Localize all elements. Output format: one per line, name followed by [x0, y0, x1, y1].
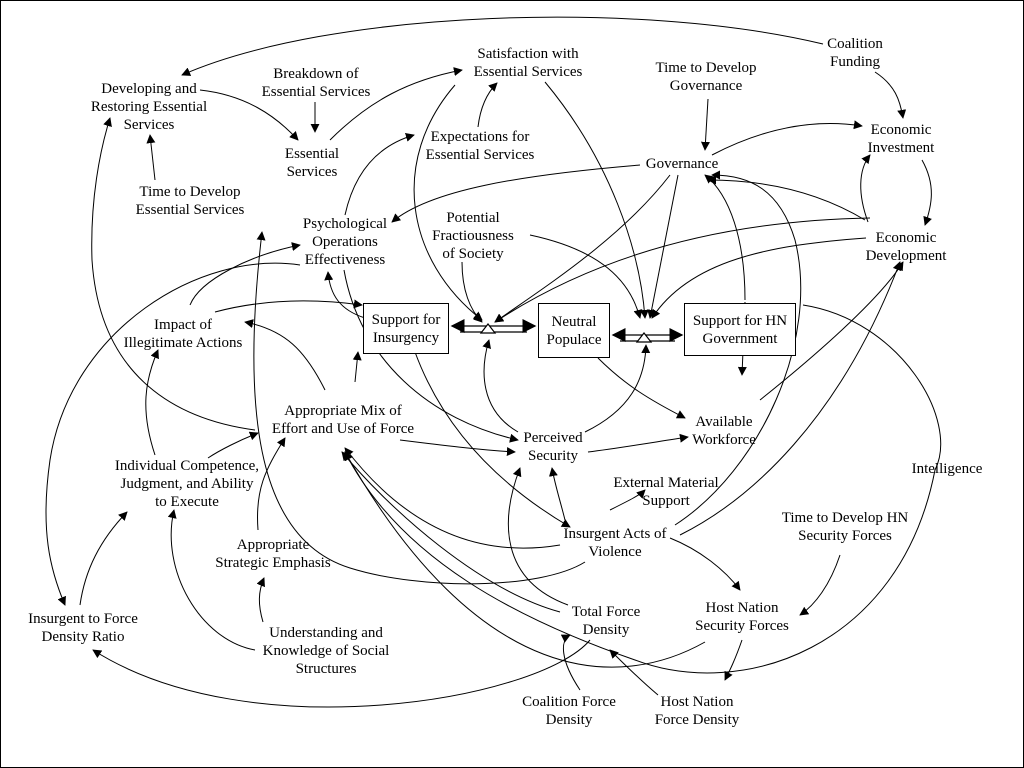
time-essential-services-label: Time to Develop Essential Services: [135, 184, 245, 218]
available-workforce-label: Available Workforce: [692, 414, 756, 448]
valve-icon: [635, 332, 653, 343]
link-ratio-competence: [79, 511, 128, 606]
link-workforce-development: [759, 261, 904, 401]
link-governance-insflow: [494, 174, 671, 323]
causal-links: [45, 16, 942, 708]
external-material-label: External Material Support: [613, 475, 719, 509]
link-security-workforce: [587, 433, 689, 453]
link-es-satisfaction: [329, 67, 463, 141]
flow-insurgency-neutral: [450, 319, 537, 334]
economic-development-label: Economic Development: [865, 230, 947, 264]
fractiousness-label: Potential Fractiousness of Society: [432, 210, 514, 262]
link-fractious-insflow: [461, 261, 483, 323]
link-governance-investment: [711, 120, 863, 156]
link-competence-mix: [207, 431, 259, 459]
understanding-label: Understanding and Knowledge of Social St…: [262, 625, 390, 677]
neutral-populace-stock: Neutral Populace: [538, 303, 610, 358]
link-acts-governance: [674, 170, 802, 526]
link-acts-hnsecurity: [669, 537, 741, 591]
hn-security-forces-label: Host Nation Security Forces: [695, 600, 789, 634]
link-hnsec-hnforce: [724, 639, 743, 681]
link-development-governance: [707, 175, 866, 221]
link-strategic-mix: [257, 437, 286, 531]
time-governance-label: Time to Develop Governance: [655, 60, 757, 94]
link-mix-security: [399, 439, 516, 457]
essential-services-label: Essential Services: [284, 146, 340, 180]
link-expect-satisfaction: [477, 82, 498, 128]
coalition-funding-label: Coalition Funding: [827, 36, 883, 70]
link-understanding-competence: [167, 509, 256, 651]
time-hn-security-label: Time to Develop HN Security Forces: [781, 510, 909, 544]
link-satisfaction-insflow: [413, 84, 483, 321]
link-hnforce-force: [609, 649, 659, 696]
link-acts-es: [253, 231, 586, 585]
link-psyops-security: [343, 269, 519, 443]
link-impact-insurgency: [214, 299, 363, 313]
link-insurgency-psyops: [324, 271, 366, 319]
valve-icon: [479, 323, 497, 334]
total-force-density-label: Total Force Density: [571, 604, 641, 638]
strategic-emphasis-label: Appropriate Strategic Emphasis: [215, 537, 331, 571]
link-timegov-governance: [700, 98, 710, 151]
appropriate-mix-label: Appropriate Mix of Effort and Use of For…: [271, 403, 415, 437]
support-insurgency-stock: Support for Insurgency: [363, 303, 449, 354]
link-psyops-expect: [344, 132, 415, 216]
link-security-hnflow: [584, 344, 651, 433]
economic-investment-label: Economic Investment: [867, 122, 935, 156]
link-hngov-governance: [704, 174, 746, 301]
link-understanding-strategic: [256, 577, 265, 623]
developing-restoring-label: Developing and Restoring Essential Servi…: [90, 81, 208, 133]
link-funding-developing: [181, 16, 824, 76]
link-acts-mix: [344, 447, 561, 549]
link-mix-insurgency: [352, 351, 362, 383]
link-governance-psyops: [391, 164, 641, 223]
perceived-security-label: Perceived Security: [523, 430, 583, 464]
link-neutral-workforce: [597, 357, 686, 419]
link-timehn-hnsec: [799, 554, 841, 616]
link-intelligence-mix: [344, 304, 942, 674]
breakdown-label: Breakdown of Essential Services: [261, 66, 371, 100]
link-investment-development: [921, 159, 932, 226]
coalition-force-density-label: Coalition Force Density: [522, 694, 616, 728]
link-external-acts: [609, 489, 646, 511]
impact-illegitimate-label: Impact of Illegitimate Actions: [123, 317, 243, 351]
support-hn-government-stock: Support for HN Government: [684, 303, 796, 356]
insurgent-ratio-label: Insurgent to Force Density Ratio: [28, 611, 138, 645]
individual-competence-label: Individual Competence, Judgment, and Abi…: [114, 458, 260, 510]
link-coalition-force: [560, 634, 581, 691]
link-force-ratio: [92, 639, 591, 708]
link-funding-investment: [874, 71, 907, 119]
flow-neutral-hn: [611, 328, 684, 343]
expectations-label: Expectations for Essential Services: [425, 129, 535, 163]
link-force-mix: [341, 451, 561, 613]
psyops-label: Psychological Operations Effectiveness: [302, 216, 388, 268]
link-force-security: [507, 467, 569, 606]
link-satisfaction-hnflow: [544, 81, 649, 319]
link-security-insflow: [482, 339, 519, 433]
satisfaction-label: Satisfaction with Essential Services: [473, 46, 583, 80]
link-acts-security: [548, 467, 566, 521]
link-timees-developing: [146, 134, 156, 181]
link-fractious-hnflow: [529, 234, 643, 319]
link-psyops-ratio: [45, 262, 301, 606]
link-insurgency-acts: [414, 351, 571, 528]
link-development-insflow: [494, 217, 871, 323]
intelligence-label: Intelligence: [911, 461, 983, 477]
link-development-investment: [860, 154, 871, 223]
link-development-hnflow: [651, 237, 867, 319]
insurgent-acts-label: Insurgent Acts of Violence: [563, 526, 667, 560]
link-mix-impact: [244, 319, 326, 391]
link-developing-es: [199, 89, 299, 141]
governance-label: Governance: [645, 156, 719, 172]
link-hnsec-mix: [344, 451, 706, 668]
link-competence-impact: [145, 349, 159, 456]
link-acts-development: [679, 261, 902, 536]
link-impact-psyops: [189, 242, 301, 306]
link-mix-developing: [91, 117, 256, 431]
hn-force-density-label: Host Nation Force Density: [654, 694, 740, 728]
